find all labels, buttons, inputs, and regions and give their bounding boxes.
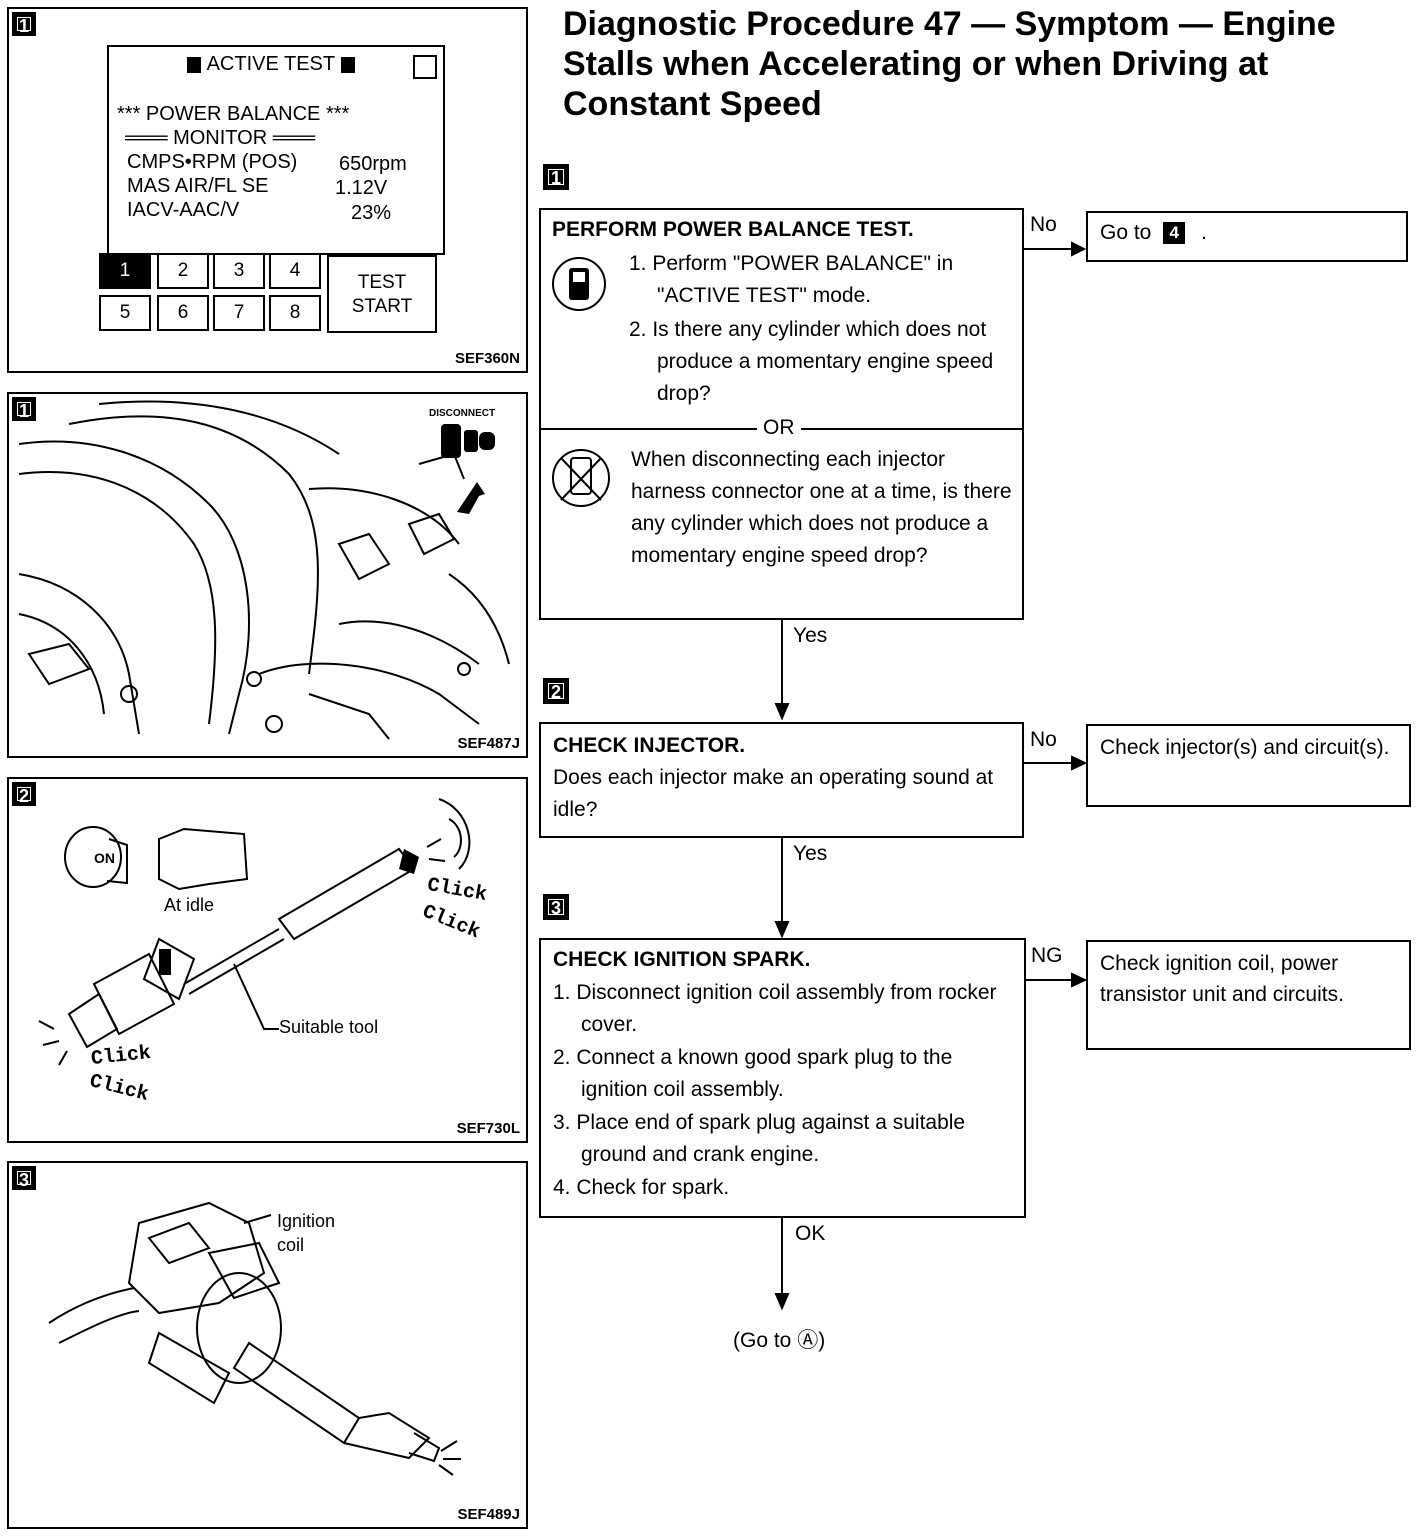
page-title: Diagnostic Procedure 47 — Symptom — Engi…: [563, 5, 1336, 123]
cylinder-button: 6: [157, 295, 209, 331]
alt-instruction: When disconnecting each injector harness…: [631, 448, 1012, 567]
step-check-injector-box: CHECK INJECTOR. Does each injector make …: [539, 722, 1024, 838]
monitor-value: 23%: [351, 202, 392, 224]
consult-icon: [552, 257, 606, 311]
goto-a-label: (Go to Ⓐ): [733, 1329, 826, 1352]
check-ignition-result-box: Check ignition coil, power transistor un…: [1086, 940, 1411, 1050]
engine-intake-illustration: [18, 400, 510, 740]
step-ignition-spark-box: CHECK IGNITION SPARK. 1. Disconnect igni…: [539, 938, 1026, 1218]
ignition-label: Ignition: [277, 1211, 336, 1231]
ok-label: OK: [795, 1222, 826, 1245]
consult-screen: ACTIVE TEST *** POWER BALANCE *** ═══ MO…: [107, 45, 445, 255]
monitor-label: CMPS•RPM (POS): [127, 151, 298, 173]
figure-code: SEF360N: [454, 350, 520, 367]
cylinder-button: 8: [269, 295, 321, 331]
monitor-label: IACV-AAC/V: [127, 199, 240, 221]
flow-step-badge: 2: [543, 678, 569, 704]
screen-checkbox: [413, 55, 437, 79]
step-item: 1. Perform "POWER BALANCE" in "ACTIVE TE…: [629, 252, 954, 307]
test-start-button: TEST START: [327, 255, 437, 333]
tool-label: Suitable tool: [279, 1017, 379, 1037]
cylinder-button: 7: [213, 295, 265, 331]
step4-badge: 4: [1163, 222, 1186, 245]
monitor-value: 650rpm: [339, 153, 407, 175]
figure-step-badge: 1: [12, 12, 36, 36]
ng-label: NG: [1031, 944, 1063, 967]
flow-step-badge: 3: [543, 894, 569, 920]
no-consult-icon: [552, 449, 610, 507]
cylinder-button: 3: [213, 253, 265, 289]
no-label: No: [1030, 728, 1057, 751]
step-item: 3. Place end of spark plug against a sui…: [553, 1110, 966, 1167]
figure-step-badge: 1: [12, 397, 36, 421]
figure-code: SEF487J: [457, 735, 520, 752]
step-question: Does each injector make an operating sou…: [553, 766, 994, 821]
step-item: 1. Disconnect ignition coil assembly fro…: [553, 980, 997, 1037]
on-key-label: ON: [94, 850, 115, 866]
step-power-balance-box: PERFORM POWER BALANCE TEST. 1. Perform "…: [539, 208, 1024, 620]
cylinder-button: 5: [99, 295, 151, 331]
goto-step4-box: Go to 4 .: [1086, 211, 1408, 262]
step-item: 4. Check for spark.: [553, 1175, 730, 1199]
monitor-label: MAS AIR/FL SE: [127, 175, 269, 197]
step-item: 2. Connect a known good spark plug to th…: [553, 1045, 953, 1102]
figure-injector-connector: 1 DISCONNECT: [7, 392, 528, 758]
screen-header: ACTIVE TEST: [187, 53, 355, 76]
figure-step-badge: 3: [12, 1166, 36, 1190]
figure-ignition-coil: 3 Ignition coil SEF489J: [7, 1161, 528, 1529]
or-label: OR: [757, 412, 801, 444]
step-heading: CHECK INJECTOR.: [553, 734, 746, 757]
step-heading: PERFORM POWER BALANCE TEST.: [552, 218, 914, 241]
figure-code: SEF489J: [457, 1506, 520, 1523]
screen-line-monitor: ═══ MONITOR ═══: [125, 127, 316, 149]
figure-code: SEF730L: [456, 1120, 520, 1137]
ignition-coil-illustration: [48, 1201, 461, 1476]
monitor-value: 1.12V: [335, 177, 388, 199]
cylinder-button: 2: [157, 253, 209, 289]
no-label: No: [1030, 213, 1057, 236]
figure-step-badge: 2: [12, 782, 36, 806]
step-item: 2. Is there any cylinder which does not …: [629, 318, 994, 405]
check-injector-result-box: Check injector(s) and circuit(s).: [1086, 724, 1411, 807]
screen-line-power-balance: *** POWER BALANCE ***: [117, 103, 350, 125]
step-heading: CHECK IGNITION SPARK.: [553, 948, 811, 971]
figure-active-test: 1 ACTIVE TEST *** POWER BALANCE *** ═══ …: [7, 7, 528, 373]
cylinder-button: 4: [269, 253, 321, 289]
at-idle-label: At idle: [164, 895, 215, 915]
figure-injector-sound: 2 ON At idle Click Cl: [7, 777, 528, 1143]
stethoscope-injector-illustration: ON: [38, 798, 471, 1066]
flow-step-badge: 1: [543, 164, 569, 190]
coil-label: coil: [277, 1235, 305, 1255]
yes-label: Yes: [793, 624, 828, 647]
cylinder-button: 1: [99, 253, 151, 289]
disconnect-label: DISCONNECT: [429, 408, 496, 419]
yes-label: Yes: [793, 842, 828, 865]
